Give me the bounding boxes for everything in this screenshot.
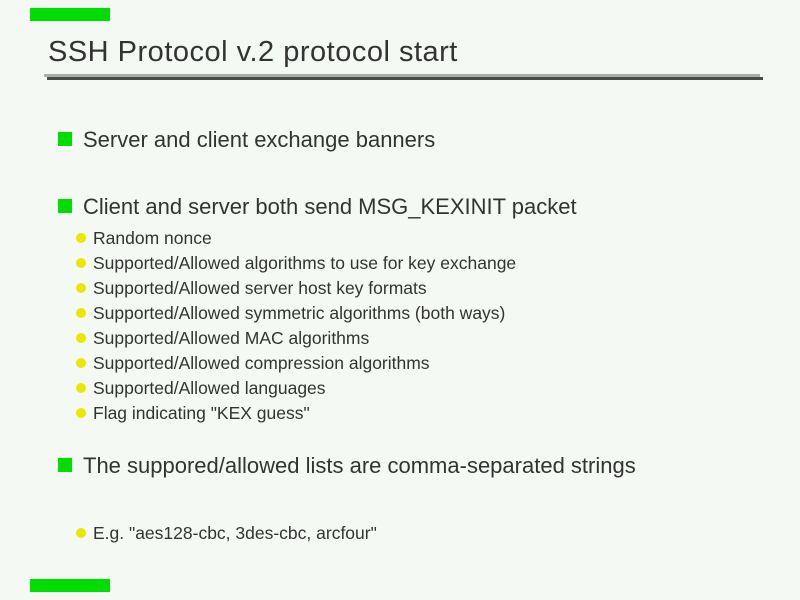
sub-bullet-text: Supported/Allowed MAC algorithms bbox=[93, 328, 370, 348]
yellow-dot-bullet-icon bbox=[76, 333, 86, 343]
green-square-bullet-icon bbox=[58, 458, 72, 472]
sub-bullet-text: Supported/Allowed server host key format… bbox=[93, 278, 427, 298]
sub-bullet-item: E.g. "aes128-cbc, 3des-cbc, arcfour" bbox=[76, 521, 377, 545]
yellow-dot-bullet-icon bbox=[76, 233, 86, 243]
bullet-item: Server and client exchange banners bbox=[58, 124, 435, 156]
bullet-item: Client and server both send MSG_KEXINIT … bbox=[58, 191, 577, 223]
title-underline-light bbox=[44, 74, 760, 77]
bullet-item: The suppored/allowed lists are comma-sep… bbox=[58, 450, 636, 482]
sub-bullet-text: Supported/Allowed algorithms to use for … bbox=[93, 253, 517, 273]
sub-bullet-item: Supported/Allowed compression algorithms bbox=[76, 351, 430, 375]
bullet-text: The suppored/allowed lists are comma-sep… bbox=[83, 453, 636, 478]
sub-bullet-text: Supported/Allowed languages bbox=[93, 378, 326, 398]
top-left-green-bar-icon bbox=[30, 8, 110, 21]
sub-bullet-item: Supported/Allowed languages bbox=[76, 376, 326, 400]
yellow-dot-bullet-icon bbox=[76, 258, 86, 268]
sub-bullet-text: Supported/Allowed compression algorithms bbox=[93, 353, 430, 373]
sub-bullet-item: Supported/Allowed server host key format… bbox=[76, 276, 427, 300]
green-square-bullet-icon bbox=[58, 199, 72, 213]
sub-bullet-text: Random nonce bbox=[93, 228, 212, 248]
slide-title: SSH Protocol v.2 protocol start bbox=[48, 36, 458, 68]
sub-bullet-item: Flag indicating "KEX guess" bbox=[76, 401, 310, 425]
yellow-dot-bullet-icon bbox=[76, 408, 86, 418]
yellow-dot-bullet-icon bbox=[76, 528, 86, 538]
sub-bullet-item: Supported/Allowed MAC algorithms bbox=[76, 326, 369, 350]
sub-bullet-item: Supported/Allowed symmetric algorithms (… bbox=[76, 301, 505, 325]
sub-bullet-text: Flag indicating "KEX guess" bbox=[93, 403, 310, 423]
yellow-dot-bullet-icon bbox=[76, 308, 86, 318]
sub-bullet-item: Supported/Allowed algorithms to use for … bbox=[76, 251, 516, 275]
sub-bullet-item: Random nonce bbox=[76, 226, 212, 250]
sub-bullet-text: E.g. "aes128-cbc, 3des-cbc, arcfour" bbox=[93, 523, 377, 543]
green-square-bullet-icon bbox=[58, 132, 72, 146]
yellow-dot-bullet-icon bbox=[76, 283, 86, 293]
bullet-text: Server and client exchange banners bbox=[83, 127, 436, 152]
title-underline-dark bbox=[47, 77, 763, 80]
sub-bullet-text: Supported/Allowed symmetric algorithms (… bbox=[93, 303, 506, 323]
bullet-text: Client and server both send MSG_KEXINIT … bbox=[83, 194, 577, 219]
yellow-dot-bullet-icon bbox=[76, 358, 86, 368]
bottom-left-green-bar-icon bbox=[30, 579, 110, 592]
yellow-dot-bullet-icon bbox=[76, 383, 86, 393]
